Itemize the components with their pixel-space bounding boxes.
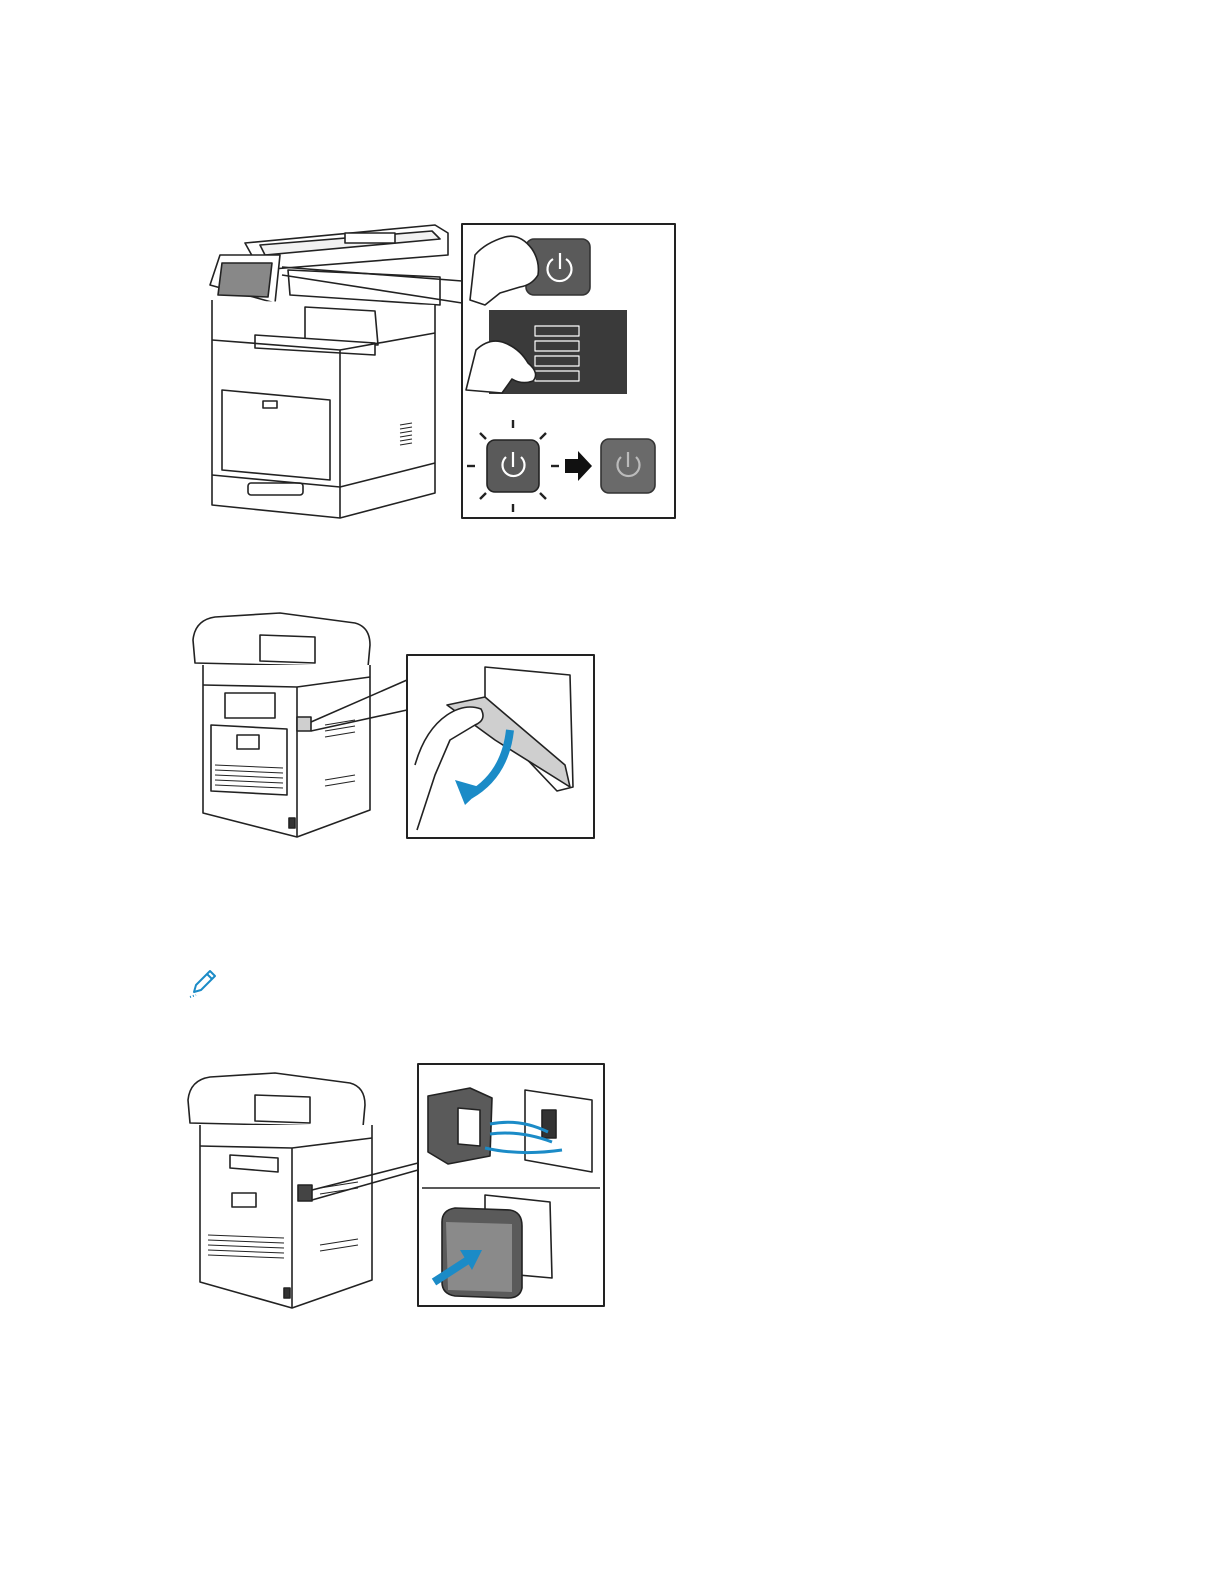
pencil-note-icon (186, 966, 220, 1000)
printer-rear-illustration-2 (188, 1073, 418, 1308)
figure-power-off (200, 215, 680, 525)
figure-open-port-cover (185, 605, 600, 845)
printer-front-illustration (210, 225, 462, 518)
power-icon-off (601, 439, 655, 493)
power-menu-panel (466, 310, 627, 394)
power-button-press (470, 236, 590, 305)
printer-rear-illustration (193, 613, 407, 837)
figure-install-adapter (180, 1060, 610, 1315)
